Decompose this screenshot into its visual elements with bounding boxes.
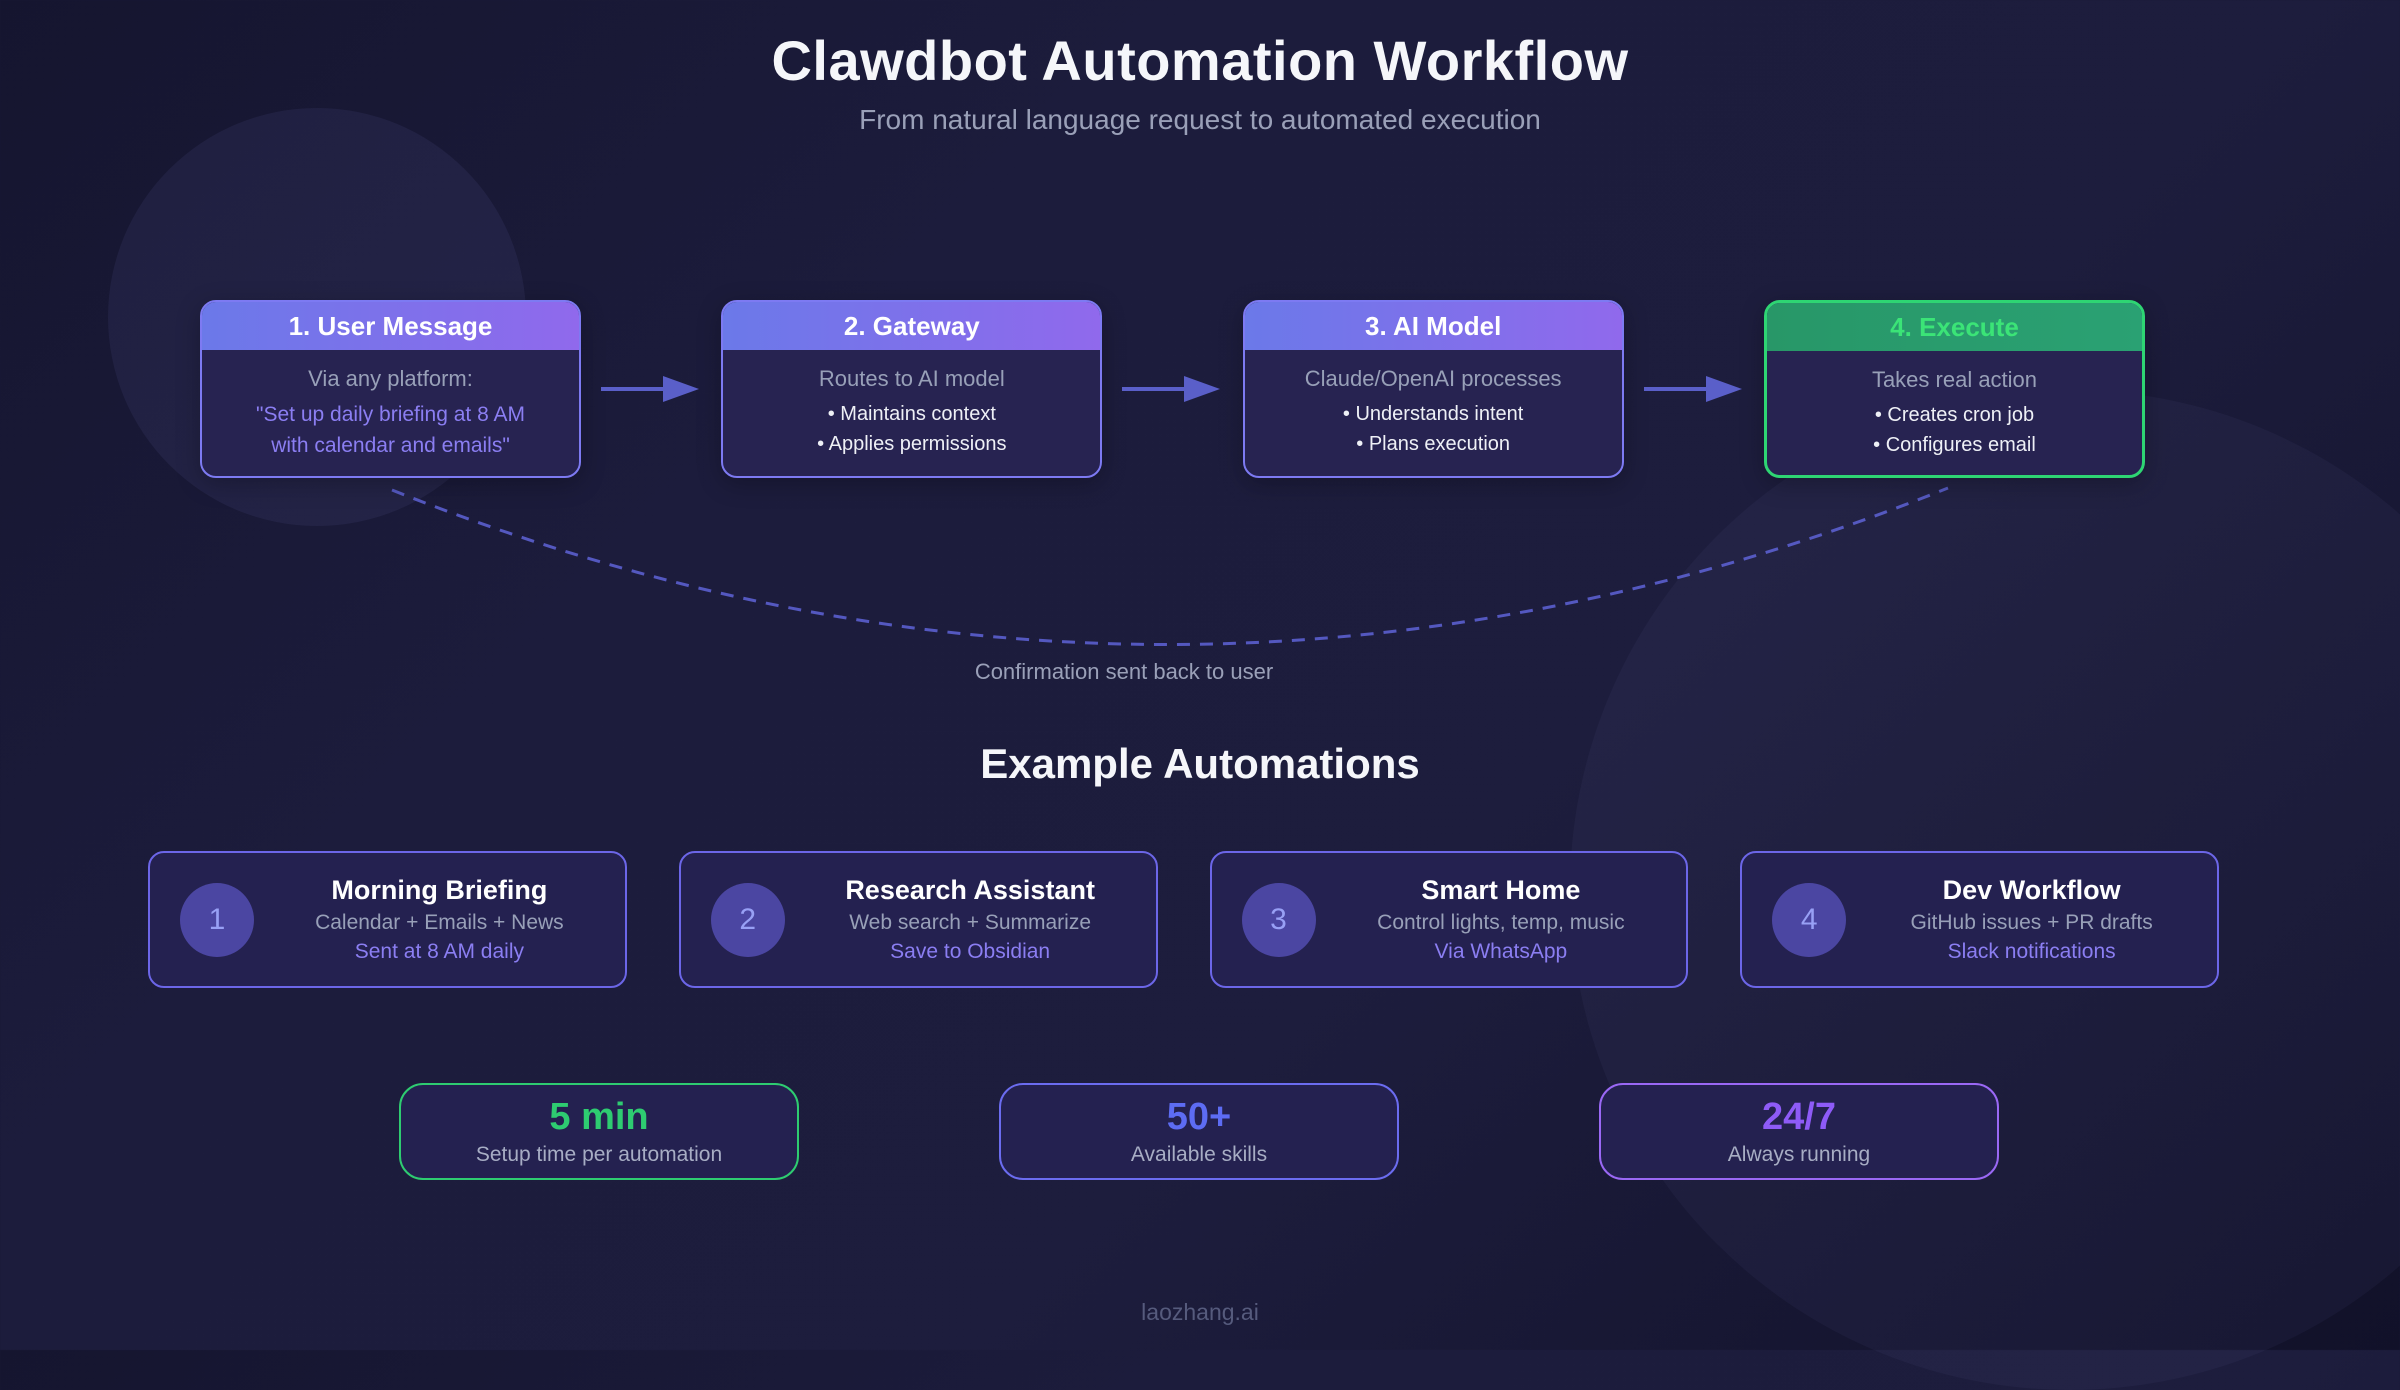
- card-description: GitHub issues + PR drafts: [1910, 911, 2153, 934]
- step-header: 2. Gateway: [723, 302, 1101, 350]
- card-highlight: Via WhatsApp: [1434, 940, 1568, 963]
- step-detail: with calendar and emails": [271, 434, 510, 457]
- stats-row: 5 min Setup time per automation 50+ Avai…: [399, 1083, 1999, 1180]
- card-description: Web search + Summarize: [849, 911, 1092, 934]
- workflow-row: 1. User Message Via any platform: "Set u…: [200, 300, 2145, 478]
- step-lead: Routes to AI model: [818, 366, 1005, 391]
- card-title: Morning Briefing: [331, 875, 548, 905]
- footer-brand: laozhang.ai: [1141, 1299, 1259, 1325]
- step-bullet: • Configures email: [1873, 434, 2036, 456]
- card-highlight: Slack notifications: [1947, 940, 2116, 963]
- card-number-badge: 4: [1772, 882, 1847, 957]
- step-header: 1. User Message: [202, 302, 579, 350]
- examples-heading: Example Automations: [980, 740, 1420, 787]
- step-lead: Takes real action: [1871, 367, 2038, 392]
- card-dev-workflow: 4 Dev Workflow GitHub issues + PR drafts…: [1740, 851, 2219, 988]
- stat-setup-time: 5 min Setup time per automation: [399, 1083, 799, 1180]
- card-description: Calendar + Emails + News: [315, 911, 564, 934]
- stat-value: 5 min: [549, 1096, 649, 1138]
- stat-available-skills: 50+ Available skills: [999, 1083, 1399, 1180]
- step-header: 3. AI Model: [1244, 302, 1622, 350]
- stat-label: Available skills: [1130, 1143, 1268, 1166]
- arrow-right-icon: [1102, 375, 1242, 403]
- card-number-badge: 3: [1241, 882, 1316, 957]
- page-title: Clawdbot Automation Workflow: [771, 29, 1629, 92]
- return-label: Confirmation sent back to user: [974, 659, 1274, 684]
- card-title: Dev Workflow: [1942, 875, 2121, 905]
- card-number-badge: 1: [180, 882, 254, 957]
- card-number-badge: 2: [710, 882, 785, 957]
- card-morning-briefing: 1 Morning Briefing Calendar + Emails + N…: [148, 851, 627, 988]
- step-header: 4. Execute: [1766, 303, 2142, 351]
- step-bullet: • Creates cron job: [1874, 404, 2035, 426]
- stat-always-running: 24/7 Always running: [1599, 1083, 1999, 1180]
- step-lead: Claude/OpenAI processes: [1304, 366, 1562, 391]
- card-title: Smart Home: [1421, 875, 1581, 905]
- step-box-execute: 4. Execute Takes real action • Creates c…: [1763, 300, 2145, 478]
- card-highlight: Sent at 8 AM daily: [354, 940, 524, 963]
- card-title: Research Assistant: [845, 875, 1095, 905]
- step-bullet: • Plans execution: [1356, 433, 1511, 455]
- arrow-right-icon: [581, 375, 721, 403]
- step-lead: Via any platform:: [308, 366, 473, 391]
- step-bullet: • Maintains context: [827, 403, 996, 425]
- stat-value: 50+: [1166, 1096, 1232, 1138]
- step-box-user-message: 1. User Message Via any platform: "Set u…: [200, 300, 581, 478]
- step-detail: "Set up daily briefing at 8 AM: [256, 403, 525, 426]
- step-box-gateway: 2. Gateway Routes to AI model • Maintain…: [721, 300, 1103, 478]
- card-highlight: Save to Obsidian: [890, 940, 1051, 963]
- card-smart-home: 3 Smart Home Control lights, temp, music…: [1209, 851, 1689, 988]
- step-box-ai-model: 3. AI Model Claude/OpenAI processes • Un…: [1242, 300, 1624, 478]
- examples-row: 1 Morning Briefing Calendar + Emails + N…: [148, 851, 2219, 988]
- arrow-right-icon: [1624, 375, 1764, 403]
- stat-label: Always running: [1727, 1143, 1871, 1166]
- card-description: Control lights, temp, music: [1377, 911, 1625, 934]
- stat-label: Setup time per automation: [475, 1143, 723, 1166]
- card-research-assistant: 2 Research Assistant Web search + Summar…: [678, 851, 1158, 988]
- stat-value: 24/7: [1762, 1096, 1836, 1138]
- step-bullet: • Understands intent: [1342, 403, 1524, 425]
- return-curve-path: [391, 486, 1949, 646]
- step-bullet: • Applies permissions: [817, 433, 1007, 455]
- page-subtitle: From natural language request to automat…: [859, 104, 1541, 135]
